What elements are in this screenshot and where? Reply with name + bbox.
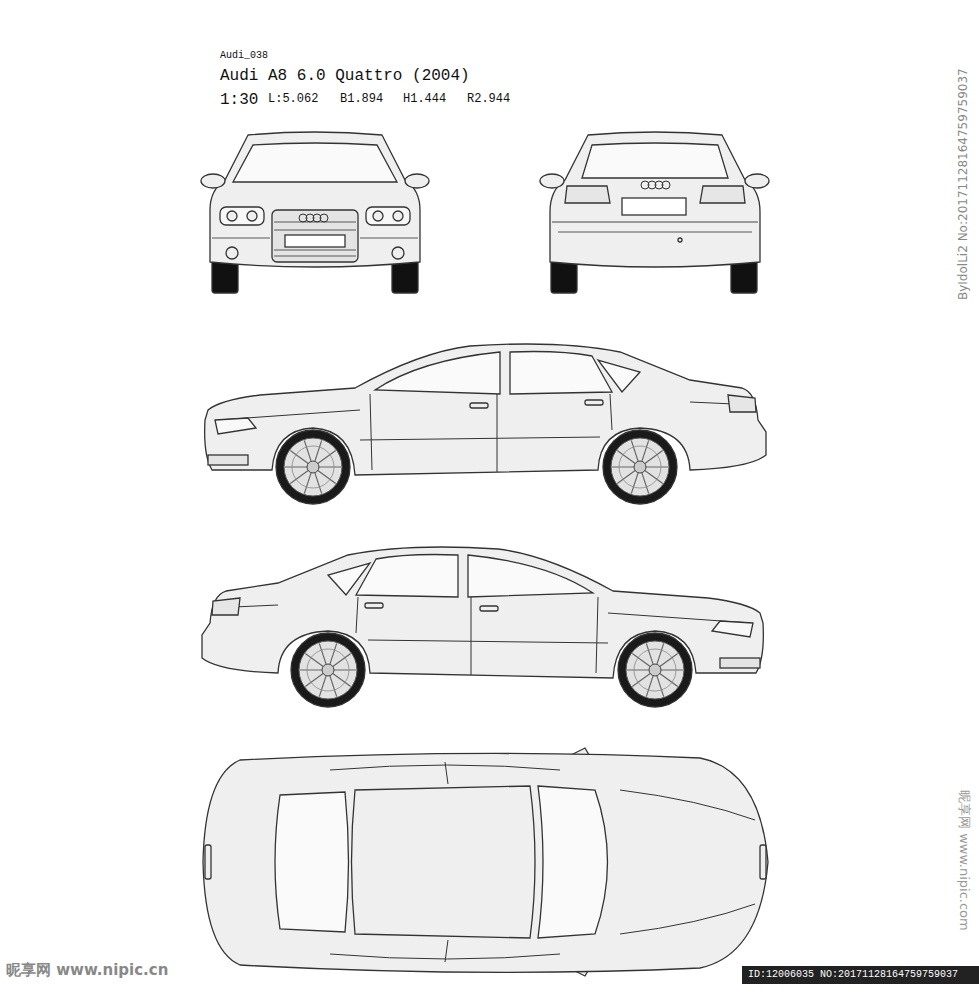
dimension: B1.894 xyxy=(340,93,383,107)
watermark: 昵享网 www.nipic.cn xyxy=(6,962,168,979)
sheet-code: Audi_038 xyxy=(220,50,268,62)
top-view xyxy=(203,748,768,976)
watermark: ByIdolLi2 No:20171128164759759037 xyxy=(957,68,971,300)
dimension: R2.944 xyxy=(467,93,510,107)
side-view xyxy=(202,547,763,707)
model-title: Audi A8 6.0 Quattro (2004) xyxy=(220,67,470,85)
image-id: ID:12006035 NO:20171128164759759037 xyxy=(742,966,979,984)
side-view xyxy=(205,344,766,504)
rear-view xyxy=(540,132,769,293)
front-view xyxy=(201,132,429,293)
watermark: 昵享网 www.nipic.com xyxy=(956,790,971,931)
dimension: L:5.062 xyxy=(268,93,318,107)
scale: 1:30 xyxy=(220,91,258,109)
dimension: H1.444 xyxy=(403,93,446,107)
